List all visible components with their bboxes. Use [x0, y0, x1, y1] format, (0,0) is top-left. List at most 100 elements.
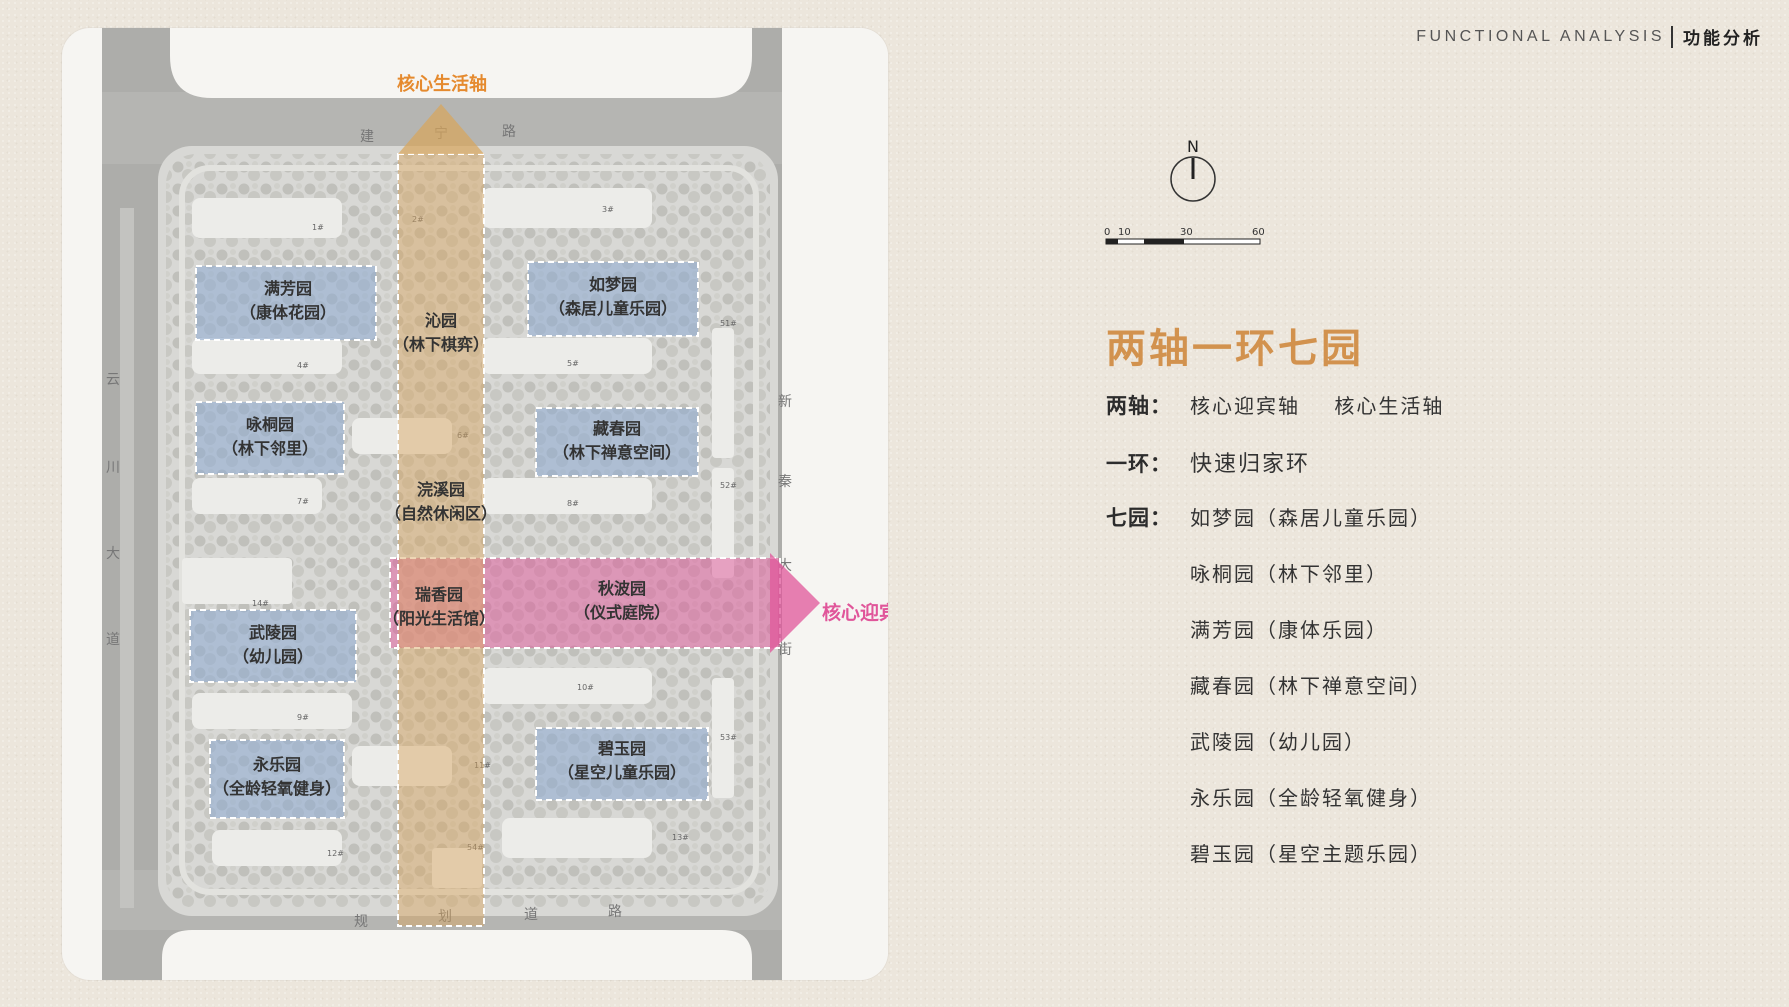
zone-yongle: [209, 739, 345, 819]
welcome-axis-band: [389, 557, 781, 649]
page-header: FUNCTIONAL ANALYSIS 功能分析: [1416, 24, 1763, 49]
building-row: [192, 338, 342, 374]
building-row: [192, 198, 342, 238]
zone-cangchun: [535, 407, 699, 477]
garden-row: 永乐园（全龄轻氧健身）: [1106, 782, 1444, 838]
zone-rumeng: [527, 261, 699, 337]
scale-bar-segment: [1144, 239, 1184, 244]
garden-item: 咏桐园（林下邻里）: [1190, 562, 1388, 586]
road-name-west: 大: [106, 546, 120, 562]
zone-label-wuling-desc: （幼儿园）: [233, 647, 313, 666]
welcome-axis-arrow: [770, 553, 820, 653]
zone-label-yongtong-name: 咏桐园: [246, 415, 294, 434]
axes-row: 两轴： 核心迎宾轴 核心生活轴: [1106, 390, 1444, 446]
building-number: 51#: [720, 319, 737, 328]
zone-label-yongle-name: 永乐园: [252, 755, 301, 774]
road-name-south: 规: [354, 914, 368, 930]
road-name-west: 川: [106, 460, 120, 476]
compass-north-label: N: [1187, 137, 1199, 156]
building-row: [482, 188, 652, 228]
compass-circle: [1170, 156, 1216, 202]
legend-list: 两轴： 核心迎宾轴 核心生活轴 一环： 快速归家环 七园： 如梦园（森居儿童乐园…: [1106, 390, 1444, 894]
building-number: 5#: [567, 359, 579, 368]
garden-item: 武陵园（幼儿园）: [1190, 730, 1366, 754]
garden-row: 满芳园（康体乐园）: [1106, 614, 1444, 670]
scale-bar: 0 10 30 60: [1104, 227, 1264, 245]
ring-label: 一环：: [1106, 452, 1172, 476]
building-number: 6#: [457, 431, 469, 440]
zone-label-yongtong-desc: （林下邻里）: [222, 439, 318, 458]
building-number: 52#: [720, 481, 737, 490]
buildings: [182, 188, 734, 888]
building-number: 2#: [412, 215, 424, 224]
building-row: [712, 468, 734, 578]
building-number: 53#: [720, 733, 737, 742]
garden-item: 藏春园（林下禅意空间）: [1190, 674, 1432, 698]
road-name-east: 新: [778, 394, 792, 410]
building-number: 4#: [297, 361, 309, 370]
zone-yongtong: [195, 401, 345, 475]
garden-item: 碧玉园（星空主题乐园）: [1190, 842, 1432, 866]
building-row: [712, 678, 734, 798]
building-number: 9#: [297, 713, 309, 722]
building-number: 10#: [577, 683, 594, 692]
zone-label-qiubo-name: 秋波园: [598, 579, 646, 598]
zone-label-wuling-name: 武陵园: [249, 623, 297, 642]
building-row: [712, 328, 734, 458]
zone-label-ruixiang-name: 瑞香园: [415, 585, 463, 604]
building-number: 8#: [567, 499, 579, 508]
garden-row: 碧玉园（星空主题乐园）: [1106, 838, 1444, 894]
welcome-axis-label: 核心迎宾轴: [822, 601, 888, 624]
ring-value: 快速归家环: [1190, 452, 1311, 477]
garden-row: 咏桐园（林下邻里）: [1106, 558, 1444, 614]
ring-row: 一环： 快速归家环: [1106, 446, 1444, 502]
plaza-east: [792, 28, 888, 980]
zone-label-biyu-name: 碧玉园: [597, 739, 646, 758]
scale-bar-segment: [1106, 239, 1118, 244]
zone-label-qin-desc: （林下棋弈）: [393, 335, 489, 354]
axes-values: 核心迎宾轴 核心生活轴: [1190, 390, 1444, 419]
scale-tick-label: 0: [1104, 227, 1110, 238]
zone-label-yongle-desc: （全龄轻氧健身）: [213, 779, 341, 798]
road-name-west: 道: [106, 632, 120, 648]
garden-item: 永乐园（全龄轻氧健身）: [1190, 786, 1432, 810]
building-row: [482, 478, 652, 514]
zone-label-qin-name: 沁园: [425, 311, 457, 330]
scale-tick-label: 30: [1180, 227, 1193, 238]
west-lane: [120, 208, 134, 908]
page-title: 两轴一环七园: [1106, 326, 1364, 372]
axis-welcome: 核心迎宾轴: [1190, 394, 1300, 418]
life-axis-label: 核心生活轴: [397, 73, 487, 95]
road-name-east: 街: [778, 642, 792, 658]
zone-label-manfang-desc: （康体花园）: [240, 303, 336, 322]
building-row: [212, 830, 342, 866]
axes-label: 两轴：: [1106, 394, 1172, 418]
header-english: FUNCTIONAL ANALYSIS: [1416, 27, 1665, 45]
header-chinese: 功能分析: [1683, 29, 1763, 49]
garden-row: 武陵园（幼儿园）: [1106, 726, 1444, 782]
building-number: 3#: [602, 205, 614, 214]
life-axis-band: [397, 153, 485, 927]
zone-biyu: [535, 727, 709, 801]
gardens-row: 七园： 如梦园（森居儿童乐园）: [1106, 502, 1444, 558]
scale-tick-label: 10: [1118, 227, 1131, 238]
building-number: 14#: [252, 599, 269, 608]
zone-labels: 满芳园 （康体花园） 如梦园 （森居儿童乐园） 咏桐园 （林下邻里） 藏春园 （…: [213, 275, 686, 798]
zone-label-huanxi-desc: （自然休闲区）: [385, 504, 497, 523]
zone-label-cangchun-desc: （林下禅意空间）: [553, 443, 681, 462]
building-row: [352, 746, 452, 786]
building-row: [482, 338, 652, 374]
building-number: 11#: [474, 761, 491, 770]
road-name-south: 划: [438, 909, 452, 925]
zone-label-biyu-desc: （星空儿童乐园）: [558, 763, 686, 782]
header-divider: [1671, 25, 1673, 48]
building-row: [352, 418, 452, 454]
road-name-west: 云: [106, 372, 120, 388]
life-axis-arrow: [398, 104, 484, 154]
building-number: 7#: [297, 497, 309, 506]
building-number: 54#: [467, 843, 484, 852]
building-row: [192, 693, 352, 729]
building-row: [182, 558, 292, 604]
site-plan: 1# 2# 3# 4# 5# 6# 7# 8# 9# 10# 11# 12# 1…: [62, 28, 888, 980]
building-number: 13#: [672, 833, 689, 842]
